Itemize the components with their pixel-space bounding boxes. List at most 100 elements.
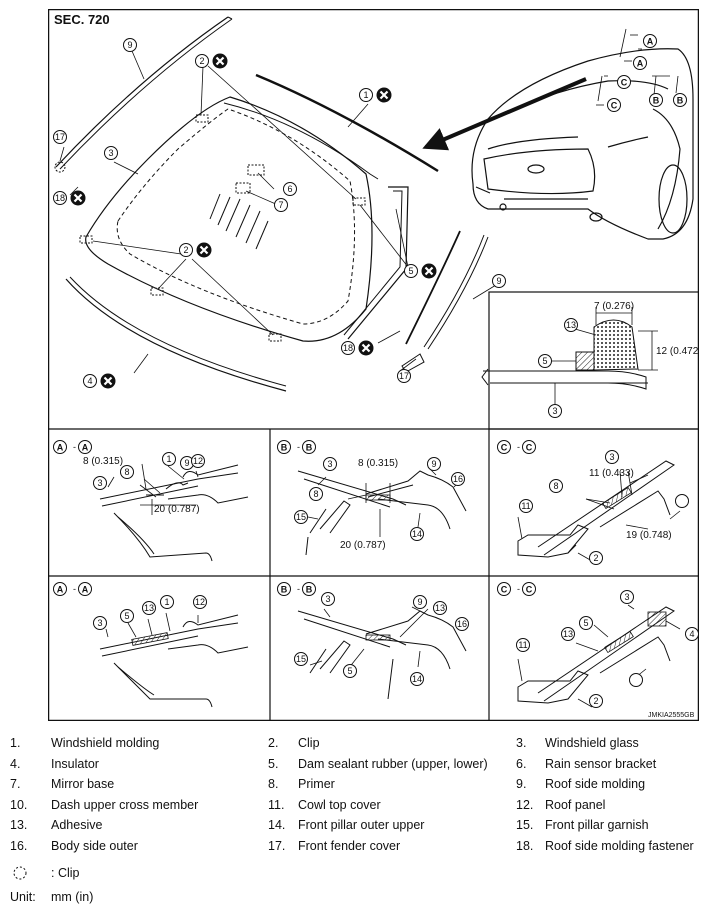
- callout-number: 13: [566, 320, 576, 330]
- dim-8-b: 8 (0.315): [358, 458, 398, 469]
- callout-16: 16: [455, 617, 469, 631]
- view-marker-c: C: [617, 75, 631, 89]
- legend-item-number: 8.: [268, 777, 279, 792]
- callout-3: 3: [93, 616, 107, 630]
- callout-1: 1: [160, 595, 174, 609]
- legend-item-number: 13.: [10, 818, 28, 833]
- callout-number: 15: [296, 512, 306, 522]
- callout-number: 6: [287, 184, 292, 194]
- callout-8: 8: [120, 465, 134, 479]
- callout-10: [629, 673, 643, 687]
- callout-2: 2: [589, 694, 603, 708]
- callout-2: 2: [589, 551, 603, 565]
- clip-note: : Clip: [51, 866, 80, 880]
- callout-3: 3: [620, 590, 634, 604]
- legend-item-text: Body side outer: [51, 839, 138, 853]
- callout-13: 13: [564, 318, 578, 332]
- svg-text:B: B: [281, 585, 288, 595]
- dim-7: 7 (0.276): [594, 301, 634, 312]
- callout-12: 12: [191, 454, 205, 468]
- callout-number: 1: [164, 597, 169, 607]
- callout-9: 9: [413, 595, 427, 609]
- svg-text:A: A: [82, 443, 89, 453]
- callout-number: 2: [593, 696, 598, 706]
- callout-number: 5: [347, 666, 352, 676]
- view-marker-b: B: [277, 582, 291, 596]
- adhesive-cross-section: [481, 307, 658, 404]
- callout-17: 17: [53, 130, 67, 144]
- view-separator: -: [73, 584, 76, 594]
- callout-6: 6: [283, 182, 297, 196]
- view-separator: -: [297, 584, 300, 594]
- callout-18: 18: [341, 340, 374, 356]
- callout-3: 3: [321, 592, 335, 606]
- callout-17: 17: [397, 369, 411, 383]
- callout-12: 12: [193, 595, 207, 609]
- unit-value: mm (in): [51, 890, 94, 904]
- legend-item-number: 9.: [516, 777, 527, 792]
- view-marker-c: C: [497, 582, 511, 596]
- legend-item-number: 14.: [268, 818, 286, 833]
- svg-text:B: B: [306, 443, 313, 453]
- callout-number: 4: [689, 629, 694, 639]
- callout-number: 18: [55, 193, 65, 203]
- callout-5: 5: [538, 354, 552, 368]
- callout-number: 9: [184, 458, 189, 468]
- legend-item-text: Dam sealant rubber (upper, lower): [298, 756, 488, 771]
- callout-number: 3: [325, 594, 330, 604]
- callout-8: 8: [549, 479, 563, 493]
- car-illustration: [471, 48, 694, 240]
- callout-number: 3: [97, 618, 102, 628]
- callout-15: 15: [294, 652, 308, 666]
- view-separator: -: [297, 442, 300, 452]
- callout-3: 3: [548, 404, 562, 418]
- callout-number: 4: [87, 376, 92, 386]
- callout-number: 11: [521, 501, 530, 511]
- callout-13: 13: [561, 627, 575, 641]
- view-marker-c: C: [607, 98, 621, 112]
- dim-20-b: 20 (0.787): [340, 540, 386, 551]
- callout-number: 2: [593, 553, 598, 563]
- svg-text:C: C: [501, 443, 508, 453]
- section-c-upper: [517, 460, 675, 558]
- view-marker-b: B: [302, 440, 316, 454]
- callout-14: 14: [410, 527, 424, 541]
- callout-number: 12: [193, 456, 203, 466]
- view-marker-a: A: [643, 34, 657, 48]
- dim-20-a: 20 (0.787): [154, 504, 200, 515]
- callout-14: 14: [410, 672, 424, 686]
- callout-number: 5: [124, 611, 129, 621]
- callout-number: 18: [343, 343, 353, 353]
- svg-text:C: C: [611, 101, 618, 111]
- section-c-lower: [517, 606, 675, 704]
- view-marker-a: A: [53, 440, 67, 454]
- svg-text:A: A: [82, 585, 89, 595]
- legend-item-text: Dash upper cross member: [51, 797, 199, 812]
- legend-item-text: Adhesive: [51, 818, 103, 833]
- legend-item-text: Roof side molding: [545, 777, 646, 792]
- legend-item-text: Rain sensor bracket: [545, 756, 657, 771]
- callout-number: 3: [552, 406, 557, 416]
- svg-text:B: B: [281, 443, 288, 453]
- legend-item-text: Roof side molding fastener: [545, 839, 694, 853]
- callout-13: 13: [433, 601, 447, 615]
- section-b-lower: [297, 610, 467, 700]
- callout-number: 3: [624, 592, 629, 602]
- figure-code: JMKIA2555GB: [648, 712, 695, 719]
- view-marker-c: C: [522, 440, 536, 454]
- legend-item-text: Front pillar garnish: [545, 818, 649, 833]
- callout-number: 17: [399, 371, 409, 381]
- legend-item-text: Clip: [298, 736, 320, 750]
- callout-15: 15: [294, 510, 308, 524]
- section-label: SEC. 720: [54, 12, 110, 27]
- callout-number: 8: [553, 481, 558, 491]
- callout-number: 15: [296, 654, 306, 664]
- svg-text:B: B: [306, 585, 313, 595]
- svg-text:A: A: [57, 585, 64, 595]
- legend-item-number: 4.: [10, 756, 21, 771]
- svg-text:B: B: [677, 96, 684, 106]
- legend-item-number: 2.: [268, 736, 279, 750]
- dim-19: 19 (0.748): [626, 530, 672, 541]
- callout-number: 13: [563, 629, 573, 639]
- dim-11: 11 (0.433): [589, 468, 634, 479]
